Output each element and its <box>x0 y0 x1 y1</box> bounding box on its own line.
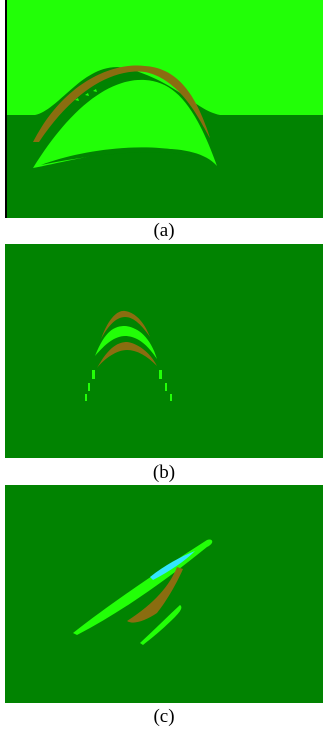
panel-a-left-border <box>5 0 7 218</box>
panel-c-image <box>5 485 323 703</box>
panel-b-lower-arc <box>97 342 157 368</box>
panel-b-dash-2 <box>88 383 90 391</box>
panel-c-cyan-core <box>150 551 195 580</box>
panel-b-dash-3 <box>85 394 87 401</box>
panel-b-dash-5 <box>165 383 167 391</box>
panel-b-dashes <box>85 370 172 401</box>
panel-a-speckles <box>75 89 97 101</box>
panel-c-olive-hook <box>127 567 183 623</box>
panel-a-olive-arc <box>33 65 210 142</box>
panel-a-image <box>5 0 323 218</box>
panel-b-background <box>5 244 323 458</box>
panel-b-dash-1 <box>92 370 95 379</box>
panel-c-caption: (c) <box>153 706 175 727</box>
panel-b-caption: (b) <box>152 462 176 483</box>
panel-b-middle-arc <box>95 326 157 359</box>
panel-a-caption: (a) <box>153 220 175 241</box>
panel-a-lower-arc-cut <box>41 147 210 165</box>
panel-b-dash-6 <box>170 394 172 401</box>
panel-a-green-arc <box>33 79 217 168</box>
panel-b-dash-4 <box>159 370 162 379</box>
panel-c-small-streak <box>140 605 182 645</box>
panel-b-image <box>5 244 323 458</box>
panel-a-upper-field <box>5 0 323 115</box>
panel-b-top-arc <box>101 310 150 339</box>
